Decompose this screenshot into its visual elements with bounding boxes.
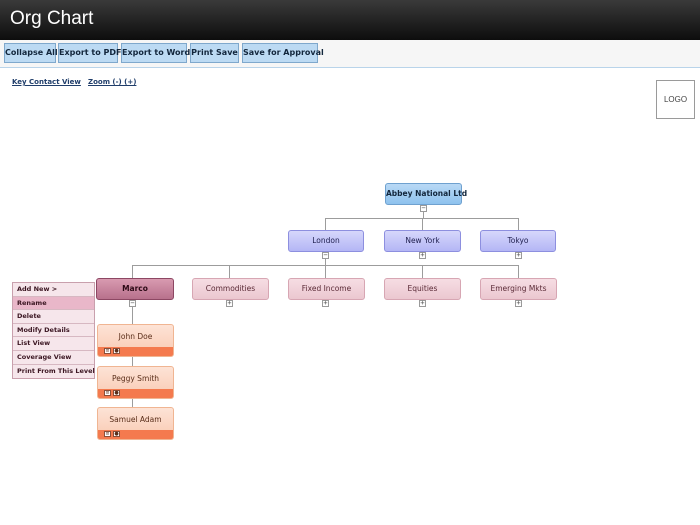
- person-icon[interactable]: ●: [113, 348, 120, 354]
- person-icon[interactable]: ●: [113, 390, 120, 396]
- org-node-equities[interactable]: Equities: [384, 278, 461, 300]
- menu-item-modify-details[interactable]: Modify Details: [13, 324, 94, 338]
- person-card-toolbar: ≡ ●: [98, 430, 173, 439]
- menu-item-delete[interactable]: Delete: [13, 310, 94, 324]
- org-node-emerging-mkts[interactable]: Emerging Mkts: [480, 278, 557, 300]
- connector-line: [132, 265, 133, 278]
- menu-item-rename[interactable]: Rename: [13, 296, 94, 311]
- menu-item-coverage-view[interactable]: Coverage View: [13, 351, 94, 365]
- details-icon[interactable]: ≡: [104, 390, 111, 396]
- connector-line: [325, 265, 326, 278]
- connector-line: [423, 211, 424, 218]
- expand-toggle-icon[interactable]: +: [322, 299, 329, 307]
- org-node-root[interactable]: Abbey National Ltd: [385, 183, 467, 205]
- person-name: John Doe: [118, 332, 153, 341]
- connector-line: [422, 265, 423, 278]
- menu-item-add-new[interactable]: Add New >: [13, 283, 94, 297]
- expand-toggle-icon[interactable]: +: [419, 299, 426, 307]
- export-to-pdf-button[interactable]: Export to PDF: [58, 43, 121, 63]
- person-card-toolbar: ≡ ●: [98, 389, 173, 398]
- expand-toggle-icon[interactable]: +: [515, 251, 522, 259]
- connector-line: [325, 258, 326, 265]
- expand-toggle-icon[interactable]: +: [515, 299, 522, 307]
- details-icon[interactable]: ≡: [104, 348, 111, 354]
- zoom-link[interactable]: Zoom (-) (+): [88, 78, 137, 86]
- connector-line: [229, 265, 230, 278]
- app-title: Org Chart: [10, 8, 94, 29]
- collapse-toggle-icon[interactable]: −: [420, 204, 427, 212]
- org-node-fixed-income[interactable]: Fixed Income: [288, 278, 365, 300]
- collapse-toggle-icon[interactable]: −: [322, 251, 329, 259]
- save-for-approval-button[interactable]: Save for Approval: [242, 43, 324, 63]
- org-node-commodities[interactable]: Commodities: [192, 278, 269, 300]
- expand-toggle-icon[interactable]: +: [226, 299, 233, 307]
- connector-line: [132, 306, 133, 418]
- person-card-samuel-adam[interactable]: Samuel Adam ≡ ●: [97, 407, 174, 440]
- print-save-button[interactable]: Print Save: [190, 43, 239, 63]
- expand-toggle-icon[interactable]: +: [419, 251, 426, 259]
- context-menu: Add New > Rename Delete Modify Details L…: [12, 282, 95, 380]
- toolbar: Collapse All Export to PDF Export to Wor…: [0, 40, 700, 68]
- collapse-all-button[interactable]: Collapse All: [4, 43, 58, 63]
- key-contact-view-link[interactable]: Key Contact View: [12, 78, 81, 86]
- connector-line: [518, 218, 519, 230]
- org-node-marco[interactable]: Marco: [96, 278, 174, 300]
- person-name: Peggy Smith: [111, 374, 160, 383]
- details-icon[interactable]: ≡: [104, 431, 111, 437]
- connector-line: [325, 218, 518, 219]
- person-name: Samuel Adam: [109, 415, 162, 424]
- export-to-word-button[interactable]: Export to Word: [121, 43, 190, 63]
- org-node-tokyo[interactable]: Tokyo: [480, 230, 556, 252]
- person-card-john-doe[interactable]: John Doe ≡ ●: [97, 324, 174, 357]
- person-card-peggy-smith[interactable]: Peggy Smith ≡ ●: [97, 366, 174, 399]
- menu-item-print-from-this-level[interactable]: Print From This Level: [17, 366, 95, 375]
- connector-line: [518, 265, 519, 278]
- org-node-london[interactable]: London: [288, 230, 364, 252]
- person-card-toolbar: ≡ ●: [98, 347, 173, 356]
- connector-line: [325, 218, 326, 230]
- org-node-new-york[interactable]: New York: [384, 230, 461, 252]
- title-bar: Org Chart: [0, 0, 700, 40]
- logo-placeholder: LOGO: [656, 80, 695, 119]
- collapse-toggle-icon[interactable]: −: [129, 299, 136, 307]
- person-icon[interactable]: ●: [113, 431, 120, 437]
- connector-line: [422, 218, 423, 230]
- menu-item-list-view[interactable]: List View: [13, 337, 94, 351]
